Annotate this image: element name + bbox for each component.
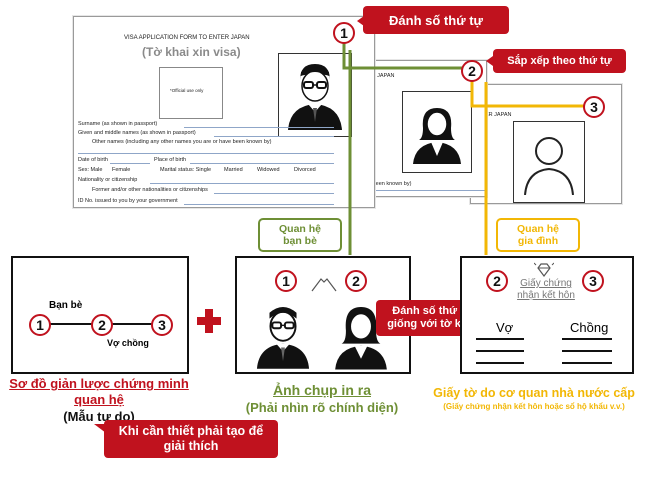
- form3-photo: [513, 121, 585, 203]
- cert-line: [476, 338, 524, 340]
- caption-diagram: Sơ đồ giản lược chứng minh quan hệ (Mẫu …: [9, 376, 189, 424]
- form2-title: ER JAPAN: [368, 73, 395, 79]
- label-wife: Vợ: [496, 320, 514, 335]
- cert-circle-3: 3: [582, 270, 604, 292]
- callout-number-order: Đánh số thứ tự: [363, 6, 509, 34]
- field-pob: Place of birth: [154, 157, 187, 163]
- caption-cert: Giấy tờ do cơ quan nhà nước cấp (Giấy ch…: [433, 386, 635, 411]
- callout-pointer: [486, 56, 493, 66]
- photo-circle-1: 1: [275, 270, 297, 292]
- field-other-names: Other names (including any other names y…: [92, 139, 272, 145]
- callout-explain: Khi cần thiết phải tạo để giải thích: [104, 420, 278, 458]
- cert-line: [476, 350, 524, 352]
- plus-icon: [197, 309, 221, 333]
- visa-form-1: VISA APPLICATION FORM TO ENTER JAPAN (Tờ…: [73, 16, 375, 208]
- tag-friend: Quan hệ bạn bè: [258, 218, 342, 252]
- diagram-circle-1: 1: [29, 314, 51, 336]
- cert-circle-2: 2: [486, 270, 508, 292]
- cert-line: [476, 362, 524, 364]
- field-divorced: Divorced: [294, 167, 316, 173]
- form-title-en: VISA APPLICATION FORM TO ENTER JAPAN: [124, 35, 250, 41]
- field-dob: Date of birth: [78, 157, 108, 163]
- cert-line: [562, 362, 612, 364]
- photo-panel: 1 2: [235, 256, 411, 374]
- field-id-no: ID No. issued to you by your government: [78, 198, 178, 204]
- diamond-ring-icon: [534, 262, 554, 277]
- field-former-nationality: Former and/or other nationalities or cit…: [92, 187, 208, 193]
- form1-photo: [278, 53, 352, 137]
- callout-pointer: [94, 424, 106, 433]
- woman-icon: [413, 108, 461, 164]
- cert-line: [562, 350, 612, 352]
- form2-photo: [402, 91, 472, 173]
- mountain-icon: [311, 278, 337, 292]
- diagram-circle-3: 3: [151, 314, 173, 336]
- form3-title: ER JAPAN: [485, 112, 512, 118]
- man-icon: [288, 64, 342, 130]
- number-circle-2-top: 2: [461, 60, 483, 82]
- label-friend: Bạn bè: [49, 300, 83, 311]
- woman-icon: [335, 307, 387, 370]
- photo-circle-2: 2: [345, 270, 367, 292]
- tag-family: Quan hệ gia đình: [496, 218, 580, 252]
- field-marital: Marital status: Single: [160, 167, 212, 173]
- field-nationality: Nationality or citizenship: [78, 177, 138, 183]
- man-icon: [256, 307, 310, 369]
- label-husband: Chồng: [570, 320, 609, 335]
- cert-line: [562, 338, 612, 340]
- form2-known-by: e been known by): [368, 181, 412, 187]
- visa-form-2: ER JAPAN e been known by): [365, 60, 487, 197]
- diagram-circle-2: 2: [91, 314, 113, 336]
- relationship-diagram-panel: Bạn bè Vợ chồng 1 2 3: [11, 256, 189, 374]
- label-spouse: Vợ chồng: [107, 338, 149, 348]
- field-sex-female: Female: [112, 167, 131, 173]
- person-outline-icon: [524, 137, 574, 195]
- caption-photo: Ảnh chụp in ra (Phải nhìn rõ chính diện): [245, 382, 399, 415]
- certificate-panel: 2 3 Giấy chứng nhận kết hôn Vợ Chồng: [460, 256, 634, 374]
- number-circle-1-top: 1: [333, 22, 355, 44]
- field-given-names: Given and middle names (as shown in pass…: [78, 130, 196, 136]
- field-married: Married: [224, 167, 243, 173]
- form-title-vi: (Tờ khai xin visa): [142, 45, 241, 59]
- field-surname: Surname (as shown in passport): [78, 121, 158, 127]
- number-circle-3-top: 3: [583, 96, 605, 118]
- official-use-box: *Official use only: [159, 67, 223, 119]
- callout-pointer: [357, 16, 364, 26]
- cert-title: Giấy chứng nhận kết hôn: [517, 278, 575, 301]
- field-sex-male: Sex: Male: [78, 167, 103, 173]
- field-widowed: Widowed: [257, 167, 280, 173]
- callout-arrange-order: Sắp xếp theo thứ tự: [493, 49, 626, 73]
